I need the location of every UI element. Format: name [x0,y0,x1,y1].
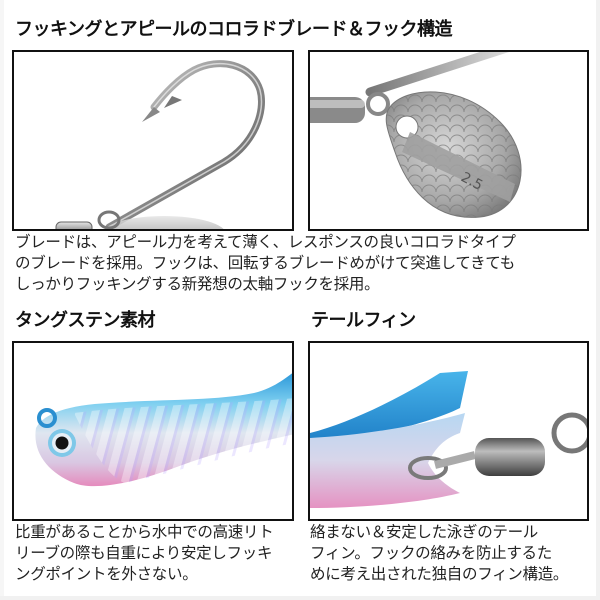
description-line: のブレードを採用。フックは、回転するブレードめがけて突進してきても [15,254,515,272]
description-line: フィン。フックの絡みを防止するた [310,544,552,562]
description-line: しっかりフッキングする新発想の太軸フックを採用。 [15,275,380,293]
colorado-blade-illustration: 2.5 [310,52,522,218]
hook-image-panel [12,50,294,231]
description-line: ブレードは、アピール力を考えて薄く、レスポンスの良いコロラドタイプ [15,233,516,251]
blade-image-panel: 2.5 [308,50,589,231]
description-line: 比重があることから水中での高速リト [15,523,274,541]
tungsten-description: 比重があることから水中での高速リト リーブの際も自重により安定しフッキ ングポイ… [15,522,274,585]
section-title-hook-blade: フッキングとアピールのコロラドブレード＆フック構造 [15,19,452,40]
hook-illustration [55,60,265,229]
bottom-edge [0,596,600,600]
section-title-tungsten: タングステン素材 [15,310,156,331]
hook-blade-description: ブレードは、アピール力を考えて薄く、レスポンスの良いコロラドタイプ のブレードを… [15,232,516,295]
description-line: めに考え出された独自のフィン構造。 [310,565,569,583]
tailfin-illustration [310,371,587,508]
tungsten-image-panel [12,341,294,521]
description-line: リーブの際も自重により安定しフッキ [15,544,273,562]
left-edge [0,0,4,600]
description-line: 絡まない＆安定した泳ぎのテール [310,523,539,541]
tailfin-image-panel [308,341,589,521]
tailfin-description: 絡まない＆安定した泳ぎのテール フィン。フックの絡みを防止するた めに考え出され… [310,522,568,585]
right-edge [596,0,600,600]
lure-body-illustration [35,373,292,487]
section-title-tailfin: テールフィン [311,310,416,331]
description-line: ングポイントを外さない。 [15,565,198,583]
